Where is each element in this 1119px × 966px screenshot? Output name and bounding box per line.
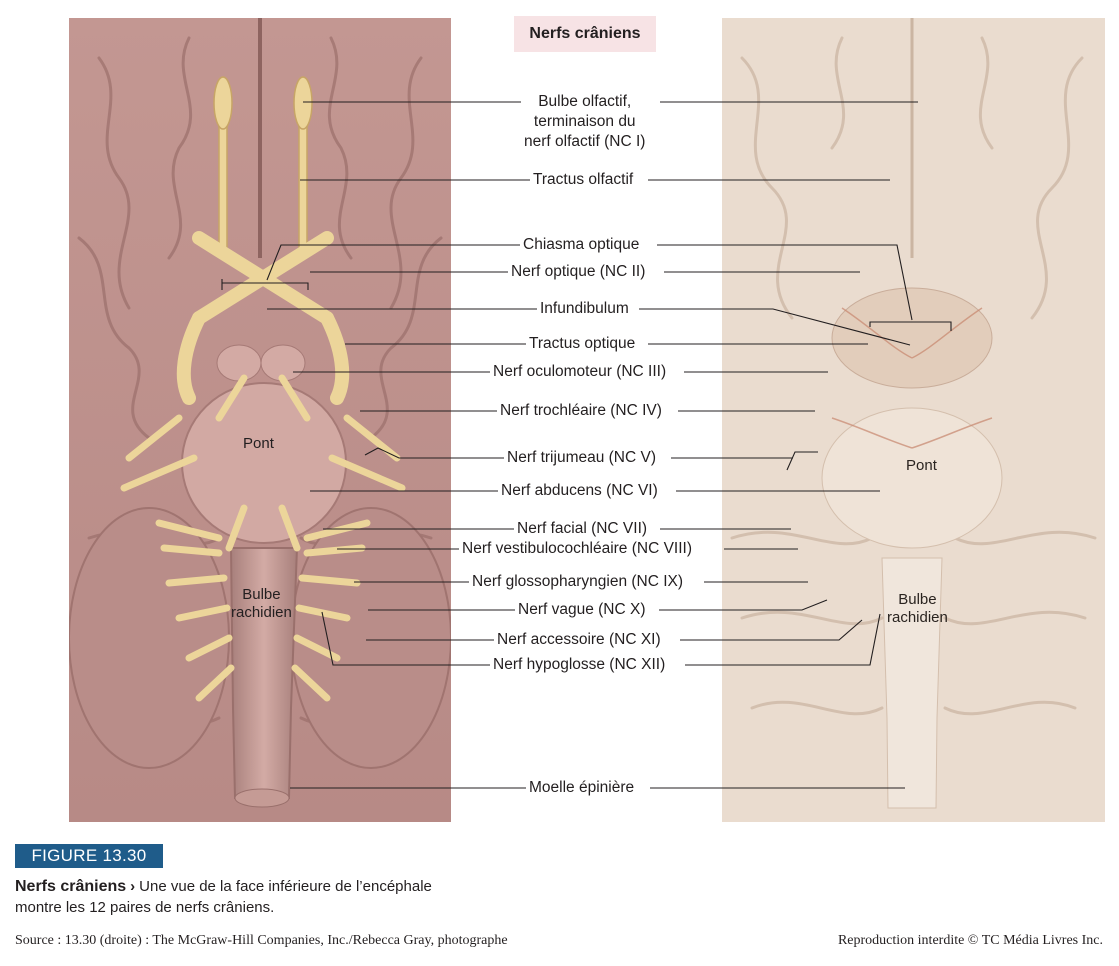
label-abducens: Nerf abducens (NC VI) — [498, 481, 661, 501]
label-olfactory-tract: Tractus olfactif — [530, 170, 637, 190]
label-optic-nerve: Nerf optique (NC II) — [508, 262, 649, 282]
label-vagus: Nerf vague (NC X) — [515, 600, 649, 620]
label-hypoglossal: Nerf hypoglosse (NC XII) — [490, 655, 669, 675]
label-spinal-cord: Moelle épinière — [526, 778, 638, 798]
label-trigeminal: Nerf trijumeau (NC V) — [504, 448, 659, 468]
label-vestibulocochlear: Nerf vestibulocochléaire (NC VIII) — [459, 539, 695, 559]
source-credit: Source : 13.30 (droite) : The McGraw-Hil… — [15, 933, 508, 948]
brain-illustration — [69, 18, 451, 822]
label-olfactory-bulb-line1: Bulbe olfactif, — [538, 93, 632, 110]
figure-number: FIGURE 13.30 — [15, 844, 163, 868]
label-trochlear: Nerf trochléaire (NC IV) — [497, 401, 665, 421]
label-optic-chiasm: Chiasma optique — [520, 235, 643, 255]
region-medulla-left: Bulbe rachidien — [231, 586, 292, 622]
caption-title: Nerfs crâniens — [15, 878, 127, 895]
label-olfactory-bulb-line2: terminaison du — [533, 113, 636, 130]
region-pons-left: Pont — [243, 435, 274, 452]
copyright-notice: Reproduction interdite © TC Média Livres… — [837, 933, 1103, 948]
label-olfactory-bulb-line3: nerf olfactif (NC I) — [524, 133, 646, 150]
region-medulla-left-line1: Bulbe — [242, 586, 281, 603]
label-accessory: Nerf accessoire (NC XI) — [494, 630, 664, 650]
label-optic-tract: Tractus optique — [526, 334, 639, 354]
label-facial: Nerf facial (NC VII) — [514, 519, 651, 539]
caption-arrow: › — [130, 878, 136, 895]
region-medulla-right-line2: rachidien — [887, 609, 948, 626]
region-medulla-right-line1: Bulbe — [898, 591, 937, 608]
region-medulla-left-line2: rachidien — [231, 604, 292, 621]
label-oculomotor: Nerf oculomoteur (NC III) — [490, 362, 670, 382]
brain-photograph — [722, 18, 1105, 822]
label-olfactory-bulb: Bulbe olfactif, terminaison du nerf olfa… — [521, 92, 649, 152]
caption-line2: montre les 12 paires de nerfs crâniens. — [15, 899, 275, 916]
caption-line1: Une vue de la face inférieure de l’encép… — [139, 878, 432, 895]
figure-caption: Nerfs crâniens›Une vue de la face inféri… — [15, 876, 575, 918]
region-medulla-right: Bulbe rachidien — [887, 591, 948, 627]
label-infundibulum: Infundibulum — [537, 299, 632, 319]
label-glossopharyngeal: Nerf glossopharyngien (NC IX) — [469, 572, 687, 592]
region-pons-right: Pont — [906, 457, 937, 474]
figure-title: Nerfs crâniens — [514, 16, 656, 52]
